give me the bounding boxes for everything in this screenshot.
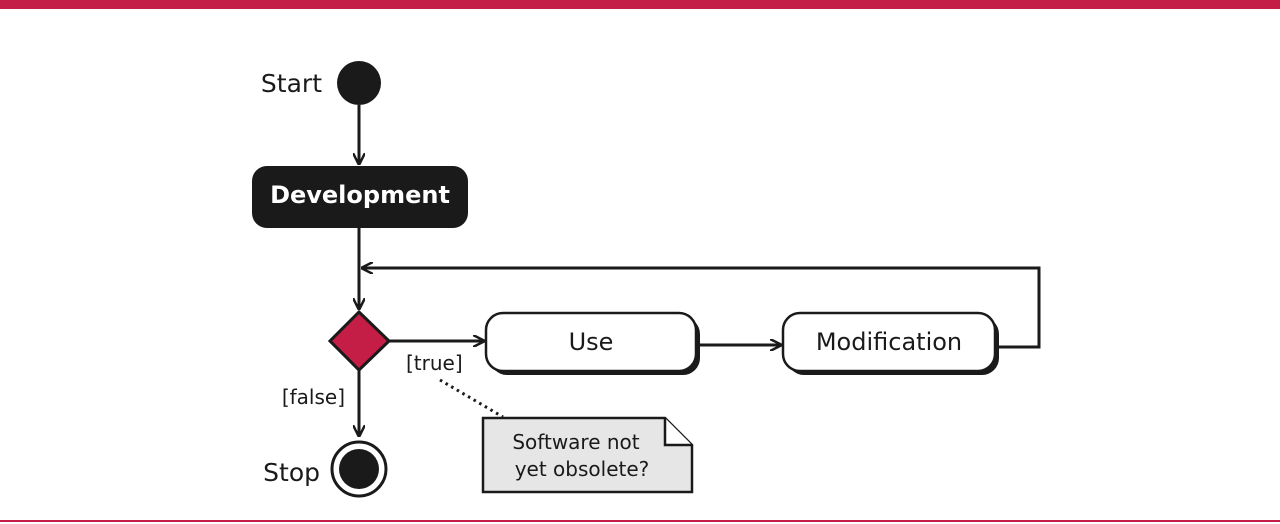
- modification-node: [781, 311, 997, 373]
- modification-label: Modification: [816, 328, 962, 356]
- use-label: Use: [569, 328, 614, 356]
- use-node: [484, 311, 698, 373]
- stop-label: Stop: [263, 458, 320, 487]
- top-accent-bar: [0, 0, 1280, 9]
- note-line-1: Software not: [512, 430, 639, 454]
- guard-false-label: [false]: [282, 385, 345, 409]
- start-label: Start: [261, 69, 322, 98]
- development-label: Development: [270, 181, 450, 209]
- flow-modification-loop-back: [362, 268, 1041, 349]
- development-node: [252, 166, 468, 228]
- decision-node: [327, 309, 392, 373]
- start-node: [337, 61, 381, 105]
- guard-true-label: [true]: [406, 351, 463, 375]
- note-fold: [663, 418, 692, 447]
- note-line-2: yet obsolete?: [515, 457, 650, 481]
- note-box: [481, 416, 694, 494]
- stop-node-core: [339, 449, 379, 489]
- note-connector: [439, 378, 504, 419]
- bottom-accent-rule: [0, 520, 1280, 522]
